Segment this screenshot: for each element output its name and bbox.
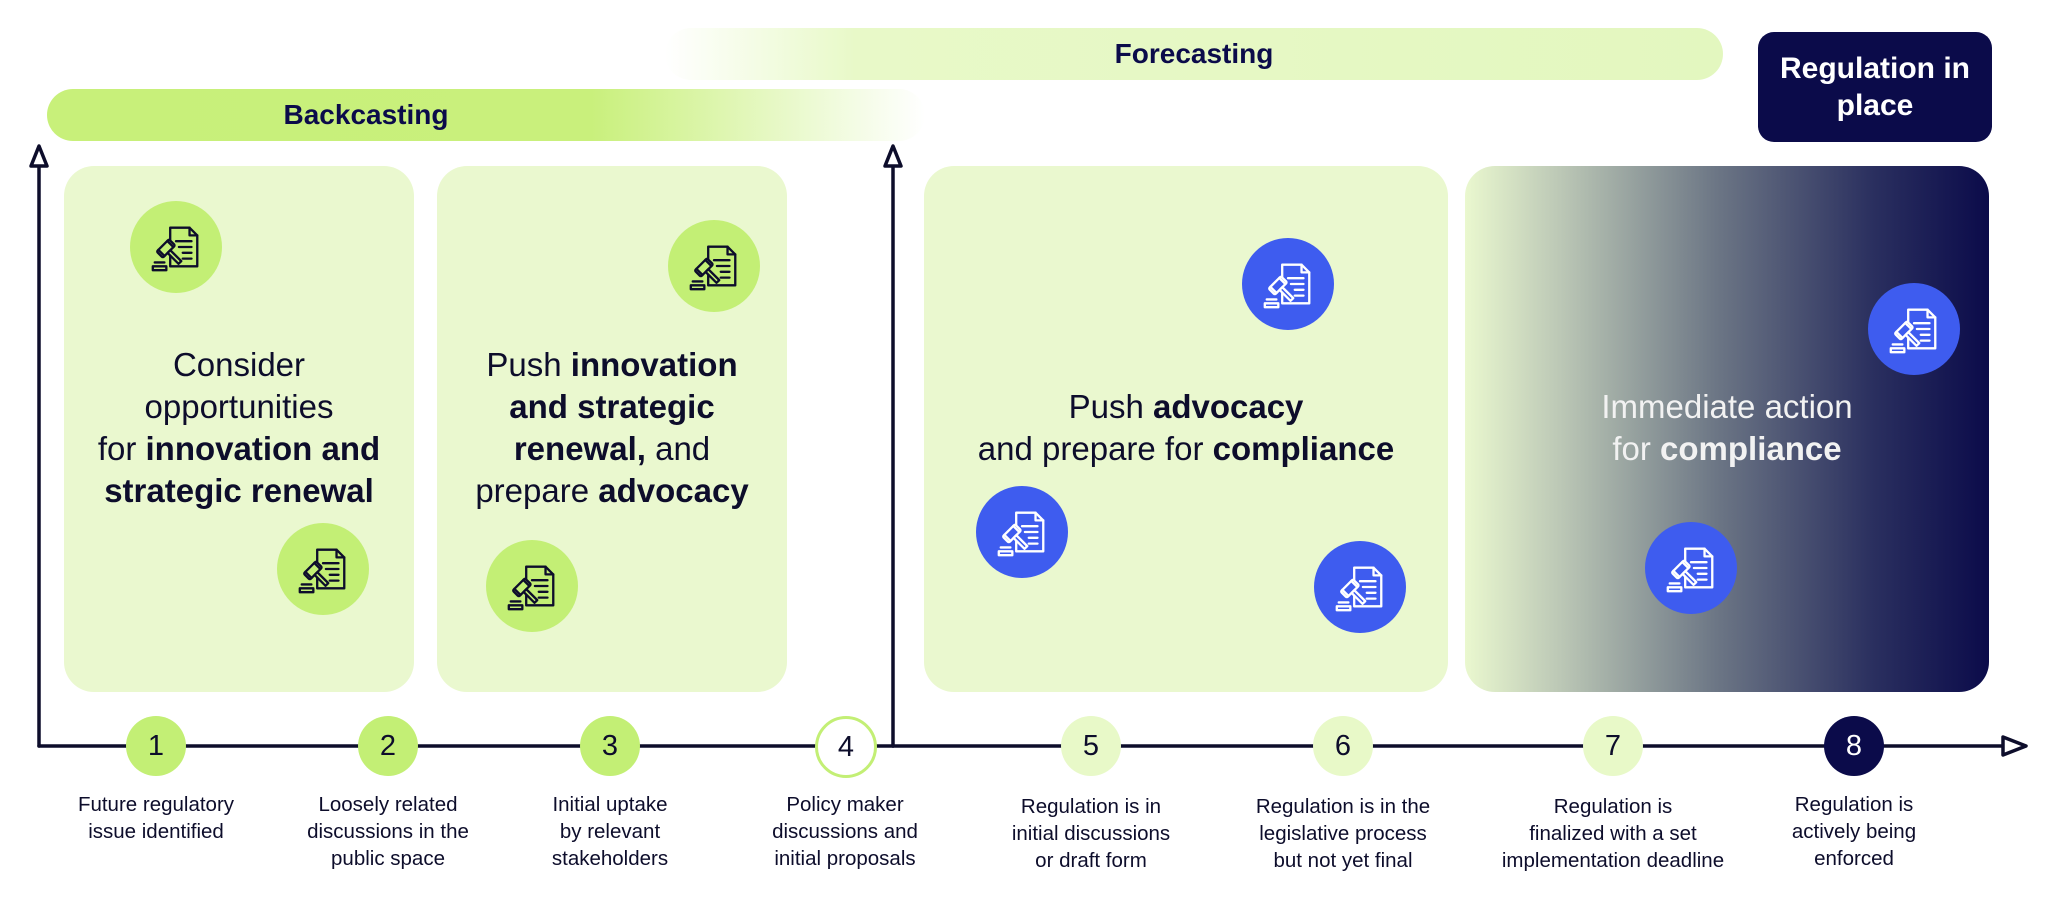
panel-1-text: Consider opportunities for innovation and s…: [64, 344, 414, 512]
caption-line: Policy maker: [786, 793, 904, 816]
step-2-number: 2: [379, 729, 397, 762]
caption-line: Loosely related: [318, 793, 458, 816]
caption-line: public space: [331, 847, 445, 870]
caption-line: but not yet final: [1273, 849, 1413, 872]
phase-panel-4: Immediate action for compliance: [1465, 166, 1989, 692]
caption-line: initial discussions: [1011, 822, 1171, 845]
panel-4-text: Immediate action for compliance: [1465, 386, 1989, 470]
gavel-document-icon: [1242, 238, 1334, 330]
step-4-number: 4: [837, 730, 855, 763]
gavel-document-icon: [668, 220, 760, 312]
panel-text-line: and strategic: [509, 388, 715, 425]
step-3-caption: Initial uptake by relevant stakeholders: [485, 791, 735, 872]
panel-text-line: Push advocacy: [1068, 388, 1304, 425]
gavel-document-icon: [130, 201, 222, 293]
step-8-number: 8: [1845, 729, 1863, 762]
timeline-arrowhead: [2001, 735, 2028, 757]
caption-line: stakeholders: [551, 847, 669, 870]
caption-line: Future regulatory: [77, 793, 235, 816]
panel-text-line: prepare advocacy: [475, 472, 749, 509]
step-3-circle: 3: [580, 716, 640, 776]
gavel-document-icon: [486, 540, 578, 632]
panel-text-line: for compliance: [1612, 430, 1842, 467]
phase-panel-3: Push advocacy and prepare for compliance: [924, 166, 1448, 692]
caption-line: discussions in the: [307, 820, 469, 843]
step-4-circle: 4: [815, 716, 877, 778]
caption-line: Regulation is: [1553, 795, 1673, 818]
caption-line: initial proposals: [774, 847, 916, 870]
caption-line: actively being: [1791, 820, 1917, 843]
caption-line: Initial uptake: [552, 793, 668, 816]
caption-line: discussions and: [772, 820, 918, 843]
regulation-in-place-line-1: Regulation in: [1780, 52, 1970, 85]
caption-line: Regulation is in the: [1255, 795, 1431, 818]
panel-text-line: opportunities: [144, 388, 334, 425]
step-2-caption: Loosely related discussions in the publi…: [263, 791, 513, 872]
regulation-in-place-box: Regulation in place: [1758, 32, 1992, 142]
step-1-caption: Future regulatory issue identified: [31, 791, 281, 845]
caption-line: Regulation is in: [1020, 795, 1162, 818]
step-5-caption: Regulation is in initial discussions or …: [966, 793, 1216, 874]
caption-line: Regulation is: [1794, 793, 1914, 816]
phase-panel-1: Consider opportunities for innovation and s…: [64, 166, 414, 692]
step-7-circle: 7: [1583, 716, 1643, 776]
caption-line: or draft form: [1035, 849, 1147, 872]
panel-text-line: Immediate action: [1601, 388, 1853, 425]
backcasting-label: Backcasting: [283, 99, 449, 130]
regulation-in-place-line-2: place: [1836, 89, 1914, 122]
gavel-document-icon: [277, 523, 369, 615]
panel-text-line: strategic renewal: [104, 472, 374, 509]
step-6-circle: 6: [1313, 716, 1373, 776]
backcasting-banner: Backcasting: [47, 89, 925, 141]
panel-2-text: Push innovation and strategic renewal, and…: [437, 344, 787, 512]
center-axis-arrowhead: [883, 144, 903, 168]
caption-line: implementation deadline: [1501, 849, 1725, 872]
step-5-number: 5: [1082, 729, 1100, 762]
gavel-document-icon: [976, 486, 1068, 578]
step-8-caption: Regulation is actively being enforced: [1729, 791, 1979, 872]
caption-line: legislative process: [1259, 822, 1427, 845]
gavel-document-icon: [1868, 283, 1960, 375]
caption-line: by relevant: [559, 820, 661, 843]
panel-text-line: for innovation and: [97, 430, 381, 467]
forecasting-banner: Forecasting: [665, 28, 1723, 80]
forecasting-label: Forecasting: [1114, 38, 1274, 69]
step-5-circle: 5: [1061, 716, 1121, 776]
panel-text-line: Push innovation: [486, 346, 738, 383]
left-axis-arrowhead: [29, 144, 49, 168]
step-7-number: 7: [1604, 729, 1622, 762]
caption-line: issue identified: [88, 820, 224, 843]
step-3-number: 3: [601, 729, 619, 762]
gavel-document-icon: [1314, 541, 1406, 633]
caption-line: enforced: [1814, 847, 1894, 870]
panel-text-line: Consider: [172, 346, 306, 383]
step-8-circle: 8: [1824, 716, 1884, 776]
step-2-circle: 2: [358, 716, 418, 776]
panel-text-line: renewal, and: [513, 430, 711, 467]
gavel-document-icon: [1645, 522, 1737, 614]
step-7-caption: Regulation is finalized with a set imple…: [1473, 793, 1753, 874]
step-6-caption: Regulation is in the legislative process…: [1218, 793, 1468, 874]
panel-3-text: Push advocacy and prepare for compliance: [924, 386, 1448, 470]
step-1-number: 1: [147, 729, 165, 762]
caption-line: finalized with a set: [1529, 822, 1697, 845]
step-4-caption: Policy maker discussions and initial pro…: [720, 791, 970, 872]
step-6-number: 6: [1334, 729, 1352, 762]
step-1-circle: 1: [126, 716, 186, 776]
panel-text-line: and prepare for compliance: [977, 430, 1395, 467]
